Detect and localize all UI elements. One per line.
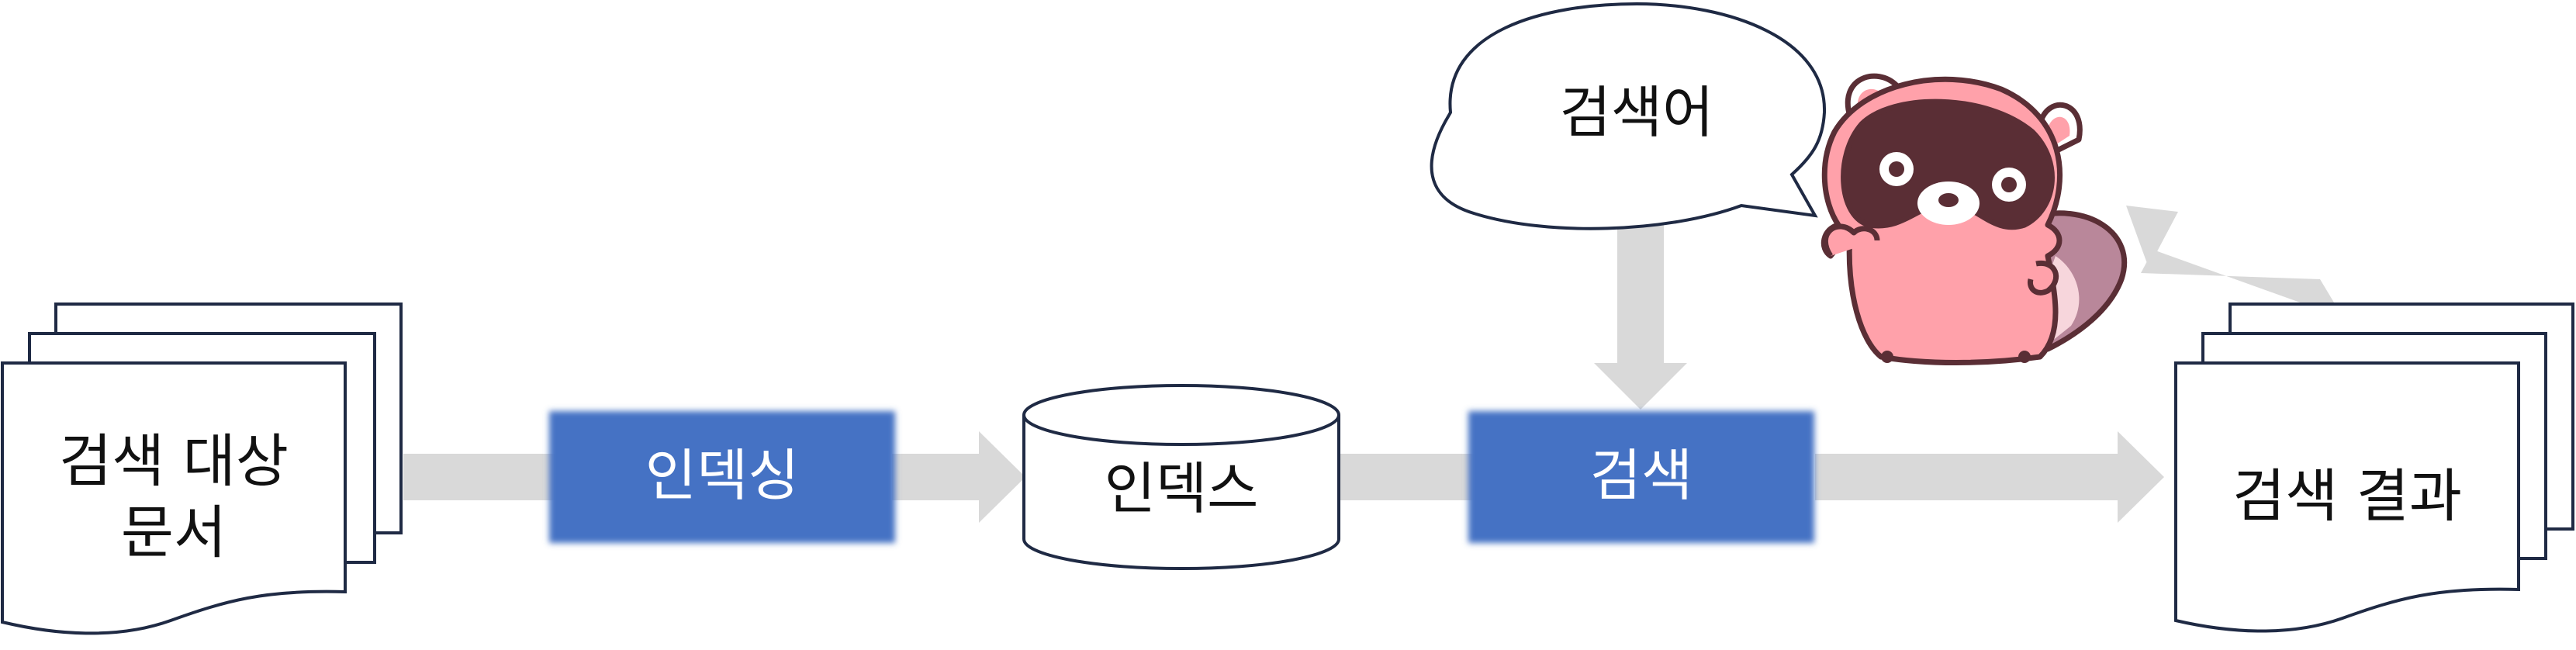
query-label: 검색어 — [1560, 80, 1714, 145]
source-docs-line1: 검색 대상 — [59, 428, 289, 495]
query-bubble: 검색어 — [1430, 2, 1827, 230]
arrow-docs-to-indexing — [403, 454, 558, 500]
index-label: 인덱스 — [1105, 456, 1259, 521]
flow-arrows — [403, 206, 2343, 523]
source-documents: 검색 대상 문서 — [0, 303, 403, 635]
indexing-box: 인덱싱 — [549, 411, 895, 543]
indexing-label: 인덱싱 — [645, 443, 800, 508]
arrow-index-to-search — [1338, 454, 1474, 500]
arrow-query-to-search — [1594, 225, 1687, 410]
arrow-search-to-results — [1815, 431, 2164, 523]
raccoon-mascot-icon — [1820, 73, 2128, 365]
search-results-documents: 검색 결과 — [2174, 303, 2574, 633]
index-database: 인덱스 — [1022, 384, 1340, 570]
search-box: 검색 — [1468, 411, 1814, 543]
arrow-results-to-mascot — [2126, 206, 2343, 318]
results-label: 검색 결과 — [2232, 463, 2462, 530]
source-docs-line2: 문서 — [121, 500, 226, 566]
search-label: 검색 — [1590, 443, 1693, 508]
arrow-indexing-to-index — [892, 431, 1025, 523]
